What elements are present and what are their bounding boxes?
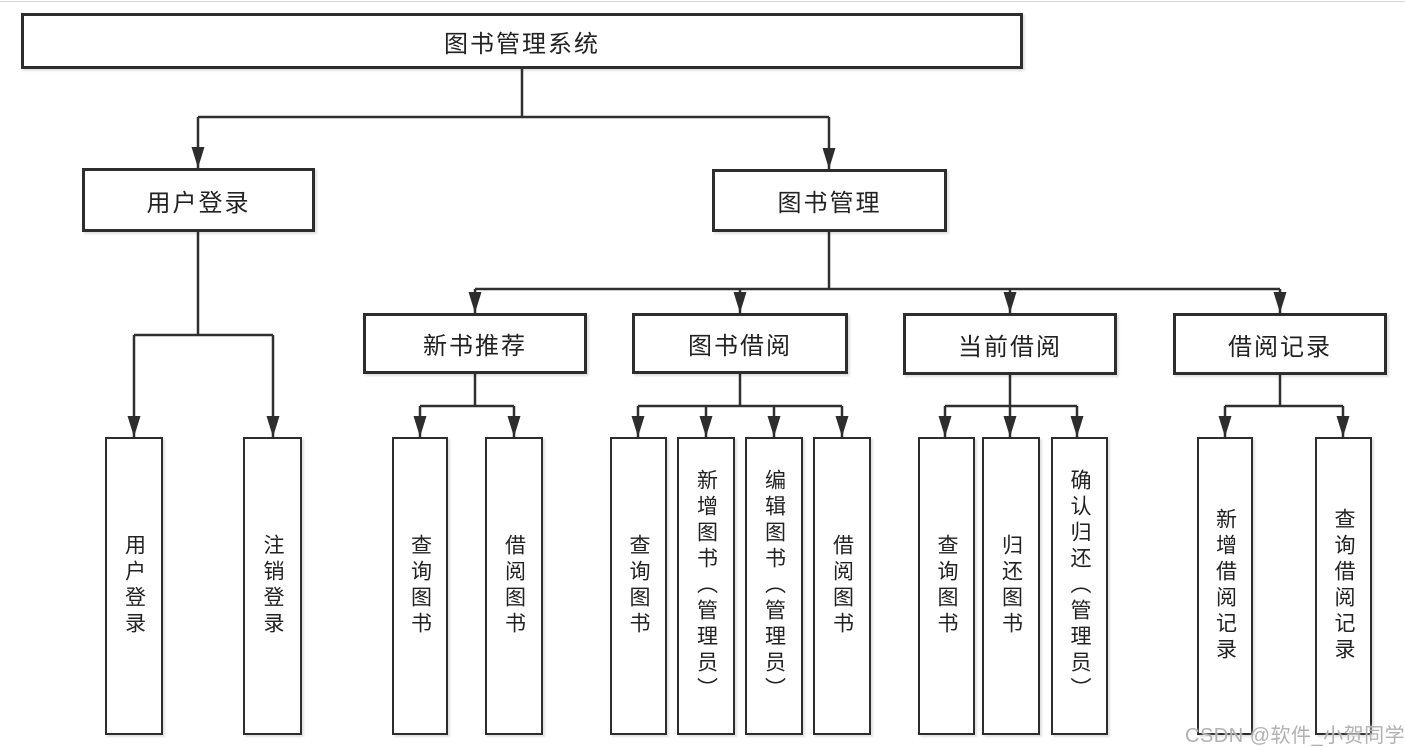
- connector-bookmgmt-to-level3: [473, 232, 1282, 313]
- node-label: 借阅图书: [830, 534, 854, 638]
- node-label: 图书管理系统: [444, 30, 600, 58]
- leaf-user-login: 用户登录: [105, 437, 163, 735]
- connector-borrowrecord-to-leaves: [1223, 374, 1345, 437]
- arrow-down-icon: [699, 416, 713, 437]
- node-user-login: 用户登录: [82, 168, 315, 232]
- leaf-cb-return-book: 归还图书: [982, 437, 1040, 735]
- leaf-cb-query-book: 查询图书: [918, 437, 975, 735]
- leaf-rec-borrow-book: 借阅图书: [485, 437, 543, 735]
- leaf-br-add-record: 新增借阅记录: [1197, 437, 1253, 735]
- connector-userlogin-to-leaves: [132, 232, 275, 437]
- node-label: 查询图书: [408, 534, 432, 638]
- node-new-book-recommend: 新书推荐: [363, 313, 587, 374]
- node-label: 用户登录: [146, 189, 251, 217]
- csdn-watermark: CSDN @软件_小贺同学: [1185, 725, 1405, 747]
- arrow-down-icon: [1003, 416, 1017, 437]
- leaf-logout: 注销登录: [243, 437, 302, 735]
- connector-newbookrec-to-leaves: [418, 374, 516, 437]
- arrow-down-icon: [127, 416, 141, 437]
- node-label: 借阅记录: [1228, 333, 1332, 361]
- arrow-down-icon: [507, 416, 521, 437]
- arrow-down-icon: [266, 416, 280, 437]
- node-label: 用户登录: [122, 534, 146, 638]
- arrow-down-icon: [1003, 292, 1017, 313]
- arrow-down-icon: [1273, 292, 1287, 313]
- node-label: 图书管理: [777, 190, 882, 217]
- node-label: 确认归还（管理员）: [1068, 469, 1091, 703]
- arrow-down-icon: [1336, 416, 1350, 437]
- node-label: 借阅图书: [502, 534, 526, 638]
- page-top-divider: [0, 1, 1405, 2]
- node-label: 当前借阅: [958, 333, 1062, 361]
- node-current-borrow: 当前借阅: [903, 313, 1117, 375]
- connector-bookborrow-to-leaves: [636, 374, 844, 437]
- leaf-cb-confirm-return-admin: 确认归还（管理员）: [1051, 437, 1108, 735]
- node-borrow-record: 借阅记录: [1173, 313, 1387, 375]
- leaf-bb-query-book: 查询图书: [610, 437, 667, 735]
- arrow-down-icon: [938, 416, 952, 437]
- arrow-down-icon: [631, 416, 645, 437]
- leaf-rec-query-book: 查询图书: [392, 437, 448, 735]
- node-label: 归还图书: [999, 534, 1023, 638]
- arrow-down-icon: [191, 147, 205, 168]
- arrow-down-icon: [468, 292, 482, 313]
- node-label: 查询图书: [935, 534, 958, 638]
- node-book-management: 图书管理: [712, 169, 947, 232]
- leaf-br-query-record: 查询借阅记录: [1315, 437, 1372, 735]
- node-book-borrow: 图书借阅: [632, 313, 848, 374]
- arrow-down-icon: [1070, 416, 1084, 437]
- node-label: 查询借阅记录: [1332, 508, 1355, 664]
- node-label: 图书借阅: [688, 333, 792, 360]
- arrow-down-icon: [822, 148, 836, 169]
- arrow-down-icon: [835, 416, 849, 437]
- connector-root-to-level2: [196, 69, 831, 169]
- arrow-down-icon: [767, 416, 781, 437]
- node-label: 编辑图书（管理员）: [762, 469, 786, 703]
- arrow-down-icon: [413, 416, 427, 437]
- node-label: 新书推荐: [423, 333, 527, 360]
- leaf-bb-edit-book-admin: 编辑图书（管理员）: [745, 437, 803, 735]
- node-label: 查询图书: [627, 534, 650, 638]
- node-label: 注销登录: [261, 534, 284, 638]
- leaf-bb-borrow-book: 借阅图书: [813, 437, 871, 735]
- node-root-system: 图书管理系统: [21, 13, 1023, 69]
- arrow-down-icon: [1218, 416, 1232, 437]
- leaf-bb-add-book-admin: 新增图书（管理员）: [677, 437, 735, 735]
- node-label: 新增图书（管理员）: [694, 469, 718, 703]
- arrow-down-icon: [733, 292, 747, 313]
- node-label: 新增借阅记录: [1213, 508, 1237, 664]
